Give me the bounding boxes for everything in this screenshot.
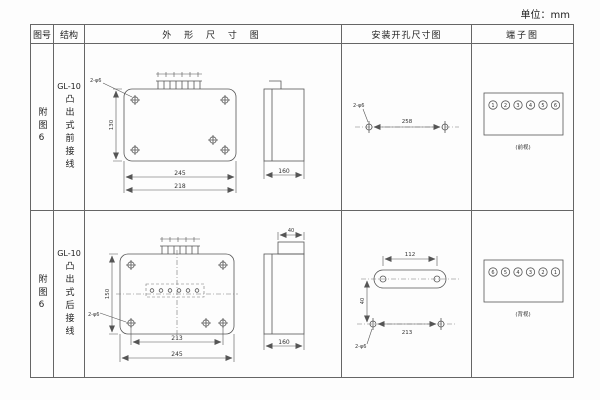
- dim-lower: 218: [174, 183, 186, 190]
- terminal-number: 6: [553, 103, 556, 109]
- hidden-terminal-circles: [149, 288, 200, 293]
- row1-install-cell: 258 2-φ6: [342, 44, 472, 211]
- hole-callout-leader: [102, 82, 133, 98]
- terminal-number: 4: [516, 270, 519, 276]
- dim1-ext: [123, 161, 237, 181]
- span-dim: 258: [401, 119, 412, 125]
- row1-structure-cell: GL-10 凸出式前接线: [54, 44, 85, 211]
- row2-outline-drawing: 2-φ6 150 213 245: [88, 228, 305, 362]
- height-ext-lines: [113, 88, 122, 162]
- row1-terminal-cell: 1 2 3 4 5 6 (前视): [472, 44, 573, 211]
- row2-structure-type: 凸出式后接线: [63, 261, 74, 339]
- terminal-pins: [160, 237, 200, 254]
- side-view: [263, 80, 305, 162]
- terminal-number: 5: [503, 270, 506, 276]
- header-fig-no: 图号: [31, 25, 54, 44]
- side-dim-ext: [263, 161, 305, 179]
- hole-callout-leader: [99, 312, 127, 323]
- side-width-dim: 160: [278, 339, 290, 346]
- row2-outline-cell: 2-φ6 150 213 245: [85, 211, 342, 377]
- header-terminal: 端子图: [472, 25, 573, 44]
- drill-holes: [365, 121, 448, 133]
- hole-callout-label: 2-φ6: [88, 312, 99, 318]
- hidden-terminal-block: [145, 283, 205, 298]
- row1-outline-drawing: 2-φ6 130 245 218: [90, 72, 305, 193]
- dim-lower: 245: [171, 351, 183, 358]
- side-dim-ext: [263, 334, 305, 350]
- terminal-number: 6: [491, 270, 494, 276]
- terminal-number: 2: [541, 270, 544, 276]
- row2-install-drawing: 112 40 213 2-φ6: [355, 252, 459, 350]
- terminal-number: 1: [553, 270, 556, 276]
- header-structure: 结构: [54, 25, 85, 44]
- terminal-circles: [487, 100, 560, 110]
- dim2-ext: [123, 181, 237, 193]
- terminal-number: 3: [528, 270, 531, 276]
- row1-structure-model: GL-10: [57, 82, 81, 91]
- dim-upper: 245: [174, 170, 186, 177]
- front-view-body: [123, 88, 237, 162]
- row2-fig-no: 附图6: [36, 274, 47, 314]
- terminal-number: 1: [491, 103, 494, 109]
- spec-table: 图号 结构 外 形 尺 寸 图 安装开孔尺寸图 端子图 附图6 GL-10 凸出…: [30, 24, 574, 378]
- row1-install-drawing: 258 2-φ6: [353, 103, 459, 133]
- hole-leader: [366, 328, 372, 345]
- slot-end-holes: [379, 275, 440, 283]
- row2-terminal-cell: 6 5 4 3 2 1 (背视): [472, 211, 573, 377]
- terminal-box: [483, 92, 563, 136]
- height-dim: 130: [109, 119, 115, 130]
- row2-terminal-drawing: 6 5 4 3 2 1 (背视): [483, 259, 563, 318]
- row1-terminal-drawing: 1 2 3 4 5 6 (前视): [483, 92, 563, 151]
- terminal-circles: [487, 267, 560, 277]
- bottom-dim: 213: [401, 330, 412, 336]
- hole-label: 2-φ6: [353, 103, 364, 109]
- row2-structure-model: GL-10: [57, 249, 81, 258]
- header-outline: 外 形 尺 寸 图: [85, 25, 342, 44]
- unit-label: 单位：mm: [520, 10, 570, 21]
- mounting-holes: [130, 95, 230, 155]
- terminal-pins: [156, 72, 202, 89]
- row1-outline-cell: 2-φ6 130 245 218: [85, 44, 342, 211]
- side-width-dim: 160: [278, 168, 290, 175]
- side-view: [263, 241, 305, 335]
- view-label: (前视): [515, 143, 530, 151]
- hole-leader: [362, 108, 368, 123]
- dim2-ext: [119, 334, 235, 362]
- terminal-number: 3: [516, 103, 519, 109]
- hole-label: 2-φ6: [355, 344, 366, 350]
- terminal-box: [483, 259, 563, 303]
- bottom-holes: [369, 318, 444, 330]
- mounting-holes: [126, 260, 228, 328]
- height-ext-lines: [109, 253, 118, 335]
- row1-structure-type: 凸出式前接线: [63, 94, 74, 172]
- row2-fig-no-cell: 附图6: [31, 211, 54, 377]
- terminal-number: 2: [503, 103, 506, 109]
- dim1-ext: [130, 327, 224, 345]
- row2-install-cell: 112 40 213 2-φ6: [342, 211, 472, 377]
- dim-upper: 213: [171, 335, 183, 342]
- side-top-dim: 40: [288, 228, 294, 234]
- hole-callout-label: 2-φ6: [90, 78, 101, 84]
- side-top-ext: [277, 232, 305, 240]
- v-dim: 40: [360, 298, 366, 304]
- row2-structure-cell: GL-10 凸出式后接线: [54, 211, 85, 377]
- row1-fig-no: 附图6: [36, 107, 47, 147]
- terminal-number: 5: [541, 103, 544, 109]
- header-install: 安装开孔尺寸图: [342, 25, 472, 44]
- terminal-number: 4: [528, 103, 531, 109]
- view-label: (背视): [515, 310, 530, 318]
- slot-dim-ext: [382, 256, 437, 266]
- slot-dim: 112: [404, 252, 415, 258]
- height-dim: 150: [105, 288, 111, 299]
- row1-fig-no-cell: 附图6: [31, 44, 54, 211]
